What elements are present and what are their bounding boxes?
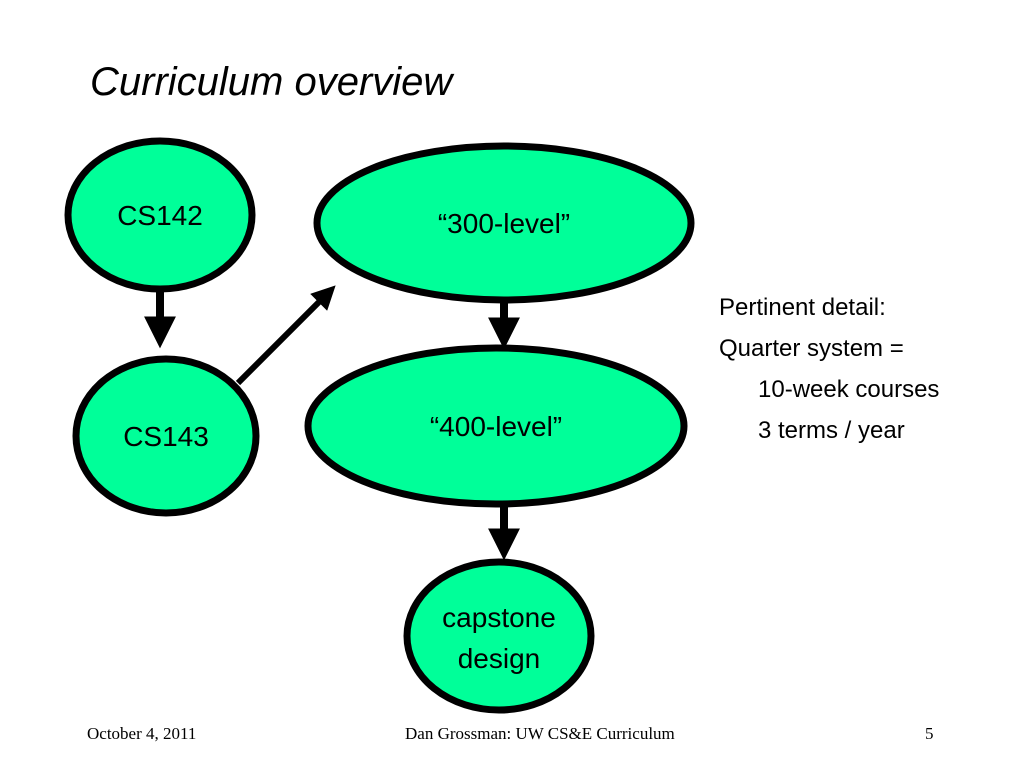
node-cs142: CS142 (64, 137, 256, 293)
node-capstone-shape (403, 558, 595, 714)
slide-title: Curriculum overview (90, 60, 453, 104)
pertinent-detail-text: Pertinent detail: Quarter system = 10-we… (719, 287, 939, 451)
node-capstone: capstone design (403, 558, 595, 714)
node-300-level-shape (313, 142, 695, 304)
detail-terms-per-year: 3 terms / year (758, 417, 905, 444)
arrow-cs143-to-300-level (235, 285, 336, 386)
node-400-level-label: “400-level” (430, 411, 562, 442)
node-400-level: “400-level” (304, 344, 688, 508)
node-cs143-shape (72, 355, 260, 517)
node-cs142-shape (64, 137, 256, 293)
node-cs142-label: CS142 (117, 200, 203, 231)
node-300-level: “300-level” (313, 142, 695, 304)
detail-week-courses: 10-week courses (758, 376, 940, 403)
node-cs143: CS143 (72, 355, 260, 517)
node-capstone-label-line2: design (458, 643, 541, 674)
node-300-level-label: “300-level” (438, 208, 570, 239)
footer-presenter: Dan Grossman: UW CS&E Curriculum (405, 724, 675, 743)
detail-heading: Pertinent detail: (719, 294, 886, 321)
detail-quarter-system: Quarter system = (719, 335, 904, 362)
node-400-level-shape (304, 344, 688, 508)
node-cs143-label: CS143 (123, 421, 209, 452)
footer-date: October 4, 2011 (87, 724, 197, 743)
footer-page-number: 5 (925, 724, 934, 743)
node-capstone-label-line1: capstone (442, 602, 556, 633)
